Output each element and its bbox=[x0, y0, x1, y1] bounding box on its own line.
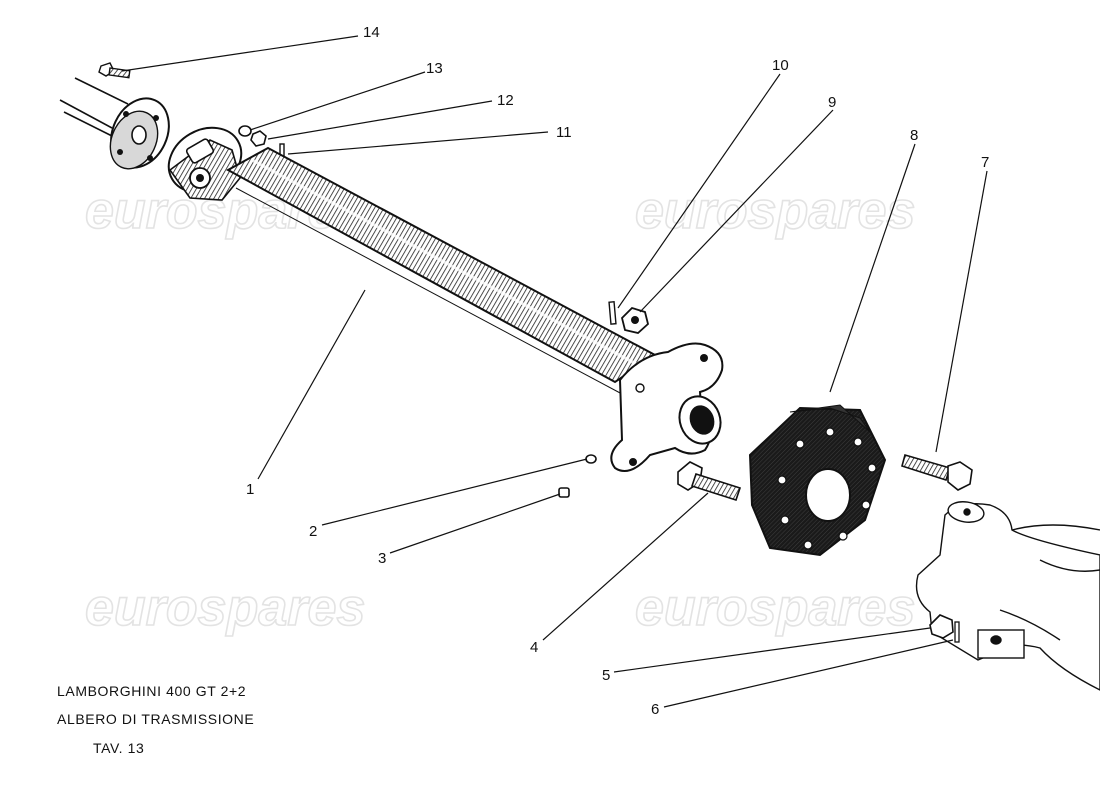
split-pin bbox=[954, 621, 960, 643]
diagram-subtitle: ALBERO DI TRASMISSIONE bbox=[57, 711, 255, 727]
callout-9: 9 bbox=[828, 94, 836, 111]
leader-4 bbox=[542, 492, 709, 641]
watermarks: eurospares eurospares eurospares eurospa… bbox=[84, 181, 916, 638]
watermark: eurospares bbox=[635, 579, 915, 637]
watermark: eurospares bbox=[85, 579, 365, 637]
callout-8: 8 bbox=[910, 127, 918, 144]
universal-joint bbox=[167, 126, 243, 201]
differential-housing bbox=[915, 501, 1100, 691]
leader-8 bbox=[829, 143, 916, 393]
gearbox-output-shaft bbox=[59, 77, 129, 137]
callout-10: 10 bbox=[772, 57, 789, 74]
bolt bbox=[677, 461, 742, 502]
washer bbox=[238, 125, 252, 137]
leader-13 bbox=[249, 71, 426, 131]
nut bbox=[250, 130, 267, 147]
leader-12 bbox=[267, 100, 493, 140]
callout-5: 5 bbox=[602, 667, 610, 684]
plate-number: TAV. 13 bbox=[93, 740, 145, 756]
callout-14: 14 bbox=[363, 24, 380, 41]
leader-3 bbox=[389, 493, 561, 554]
callout-2: 2 bbox=[309, 523, 317, 540]
leader-11 bbox=[287, 131, 549, 155]
nut bbox=[929, 614, 954, 639]
flexible-coupling bbox=[748, 404, 887, 557]
leader-2 bbox=[321, 458, 588, 526]
leader-lines bbox=[121, 35, 988, 708]
callout-1: 1 bbox=[246, 481, 254, 498]
bolt bbox=[98, 62, 131, 79]
bolt bbox=[901, 454, 973, 491]
leader-10 bbox=[617, 73, 781, 309]
callout-6: 6 bbox=[651, 701, 659, 718]
leader-1 bbox=[257, 289, 366, 480]
castle-nut bbox=[621, 306, 650, 334]
callout-12: 12 bbox=[497, 92, 514, 109]
callout-4: 4 bbox=[530, 639, 538, 656]
leader-9 bbox=[639, 109, 834, 313]
diagram-title: LAMBORGHINI 400 GT 2+2 bbox=[57, 683, 247, 699]
watermark: eurospares bbox=[635, 182, 915, 240]
callout-11: 11 bbox=[556, 124, 572, 141]
leader-6 bbox=[663, 639, 954, 708]
leader-5 bbox=[613, 627, 931, 673]
callout-labels: 1 2 3 4 5 6 7 8 9 10 11 12 13 14 bbox=[246, 24, 989, 718]
callout-7: 7 bbox=[981, 154, 989, 171]
small-washer bbox=[585, 454, 597, 464]
propeller-shaft bbox=[225, 146, 657, 395]
grease-nipple bbox=[558, 487, 570, 498]
leader-14 bbox=[121, 35, 359, 72]
end-flange bbox=[610, 342, 724, 472]
flange bbox=[109, 97, 170, 170]
leader-7 bbox=[935, 170, 988, 453]
callout-3: 3 bbox=[378, 550, 386, 567]
split-pin bbox=[608, 301, 617, 325]
callout-13: 13 bbox=[426, 60, 443, 77]
